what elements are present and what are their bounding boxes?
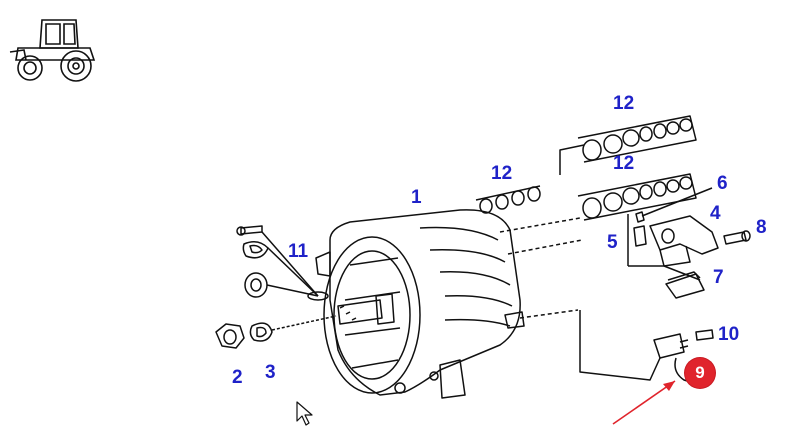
part-12-washer-rows [475,115,697,255]
callout-7[interactable]: 7 [713,267,724,288]
tractor-icon [9,19,96,82]
callout-8[interactable]: 8 [756,217,767,238]
shaft-assembly [307,291,395,325]
callout-10[interactable]: 10 [718,324,740,345]
callout-11[interactable]: 11 [288,241,309,262]
mouse-pointer-icon [296,401,313,426]
alternator-body [315,209,525,399]
part-9-10-connector [519,309,714,382]
callout-9: 9 [695,363,705,382]
callout-4[interactable]: 4 [710,203,721,224]
callout-12-top[interactable]: 12 [613,93,635,114]
callout-12-mid[interactable]: 12 [613,153,635,174]
callout-9-highlight-badge[interactable]: 9 [685,358,715,388]
red-arrow-icon [612,380,676,425]
callout-6[interactable]: 6 [717,173,728,194]
callout-5[interactable]: 5 [607,232,618,253]
callout-3[interactable]: 3 [265,362,276,383]
callout-12-left[interactable]: 12 [491,163,513,184]
regulator-assembly [627,187,751,299]
callout-1[interactable]: 1 [411,187,422,208]
callout-2[interactable]: 2 [232,367,243,388]
part-11-hardware [236,225,319,298]
parts-2-3-nut-washer [215,315,337,349]
